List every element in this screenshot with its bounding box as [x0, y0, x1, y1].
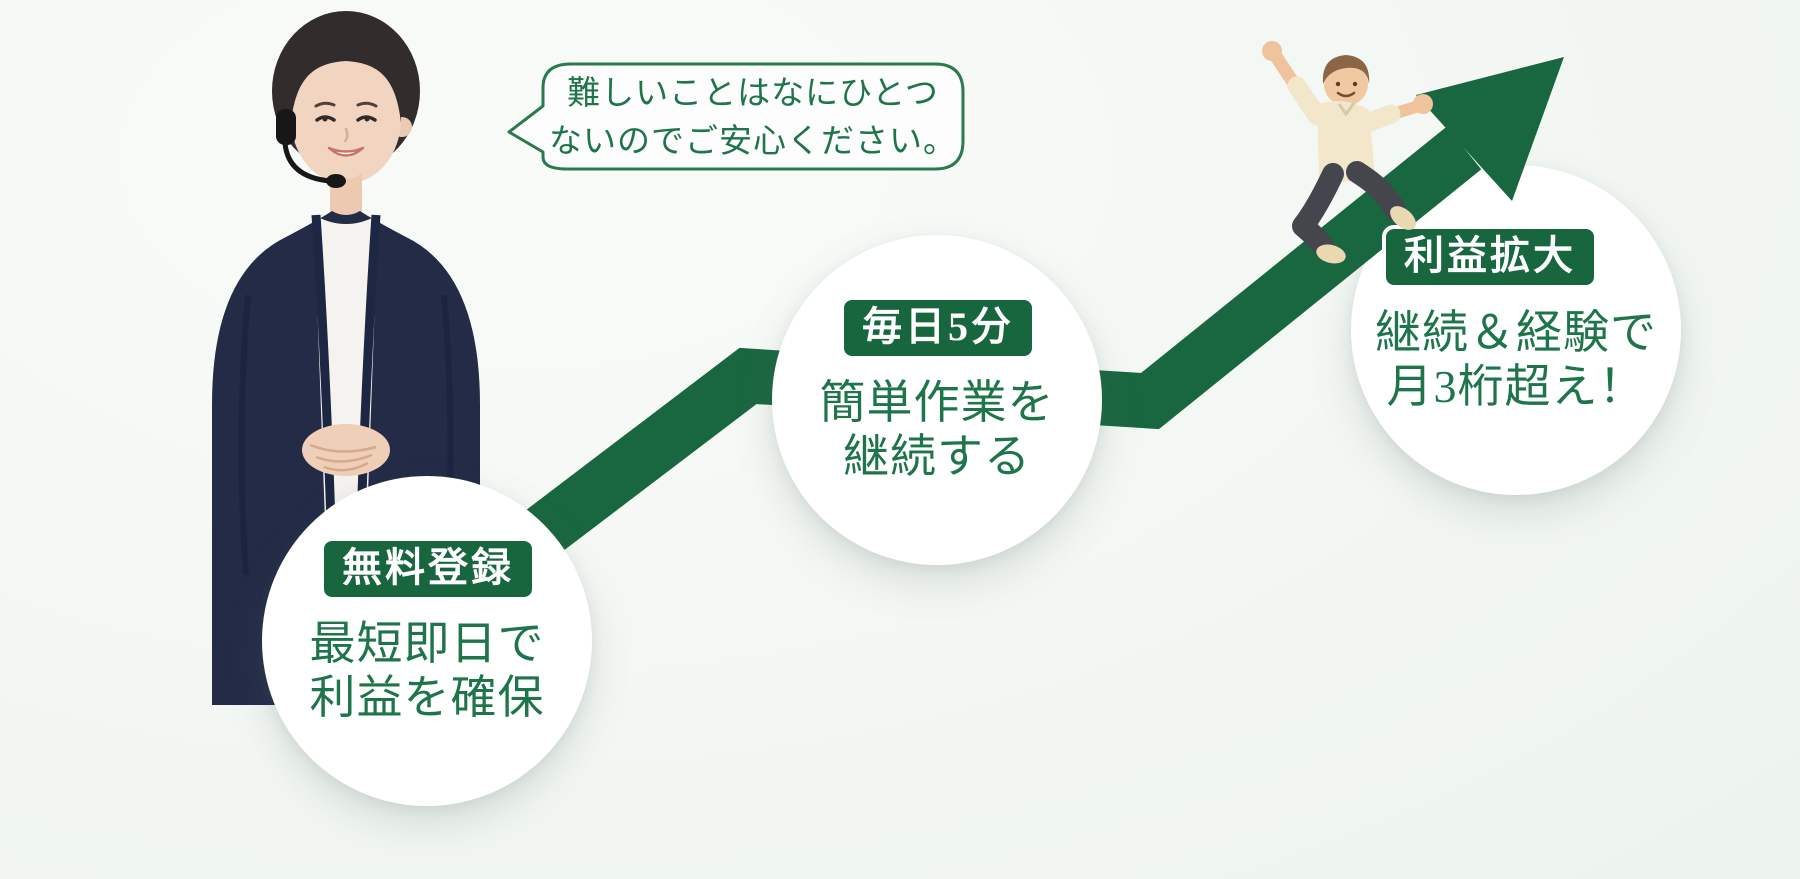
headset-earpiece — [276, 109, 296, 145]
step-1-text-line-1: 最短即日で — [309, 618, 545, 669]
step-3-text-line-2: 月3桁超え！ — [1386, 361, 1646, 412]
step-1-text-line-2: 利益を確保 — [309, 672, 545, 723]
step-1-badge: 無料登録 — [320, 537, 536, 601]
speech-bubble-line-2: ないのでご安心ください。 — [549, 124, 957, 160]
jumping-man-illustration — [1262, 41, 1433, 264]
step-2-text-line-2: 継続する — [843, 431, 1031, 482]
step-circle-1: 最短即日で 利益を確保 — [262, 476, 592, 806]
speech-bubble-line-1: 難しいことはなにひとつ — [567, 76, 939, 112]
step-circle-2: 簡単作業を 継続する — [772, 235, 1102, 565]
step-2-badge: 毎日5分 — [840, 296, 1036, 360]
step-2-text-line-1: 簡単作業を — [819, 377, 1055, 428]
headset-mic — [326, 174, 346, 188]
speech-bubble-text: 難しいことはなにひとつ ないのでご安心ください。 — [543, 70, 963, 166]
